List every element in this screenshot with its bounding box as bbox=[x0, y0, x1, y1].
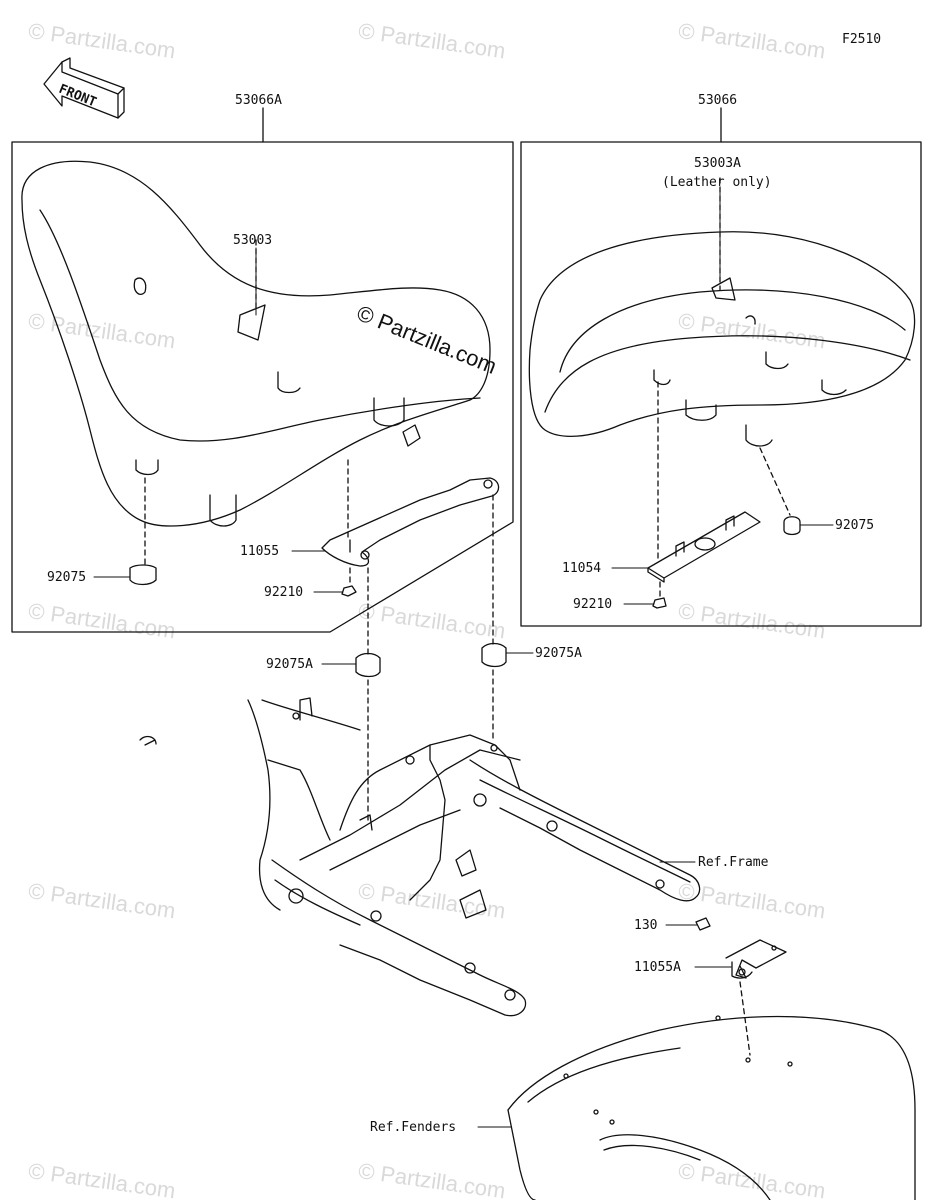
bracket-right bbox=[647, 511, 761, 583]
label-92210-left: 92210 bbox=[264, 585, 304, 600]
front-arrow-icon bbox=[43, 57, 125, 119]
label-ref-fenders: Ref.Fenders bbox=[370, 1120, 457, 1135]
bolt-130 bbox=[695, 917, 711, 931]
label-ref-frame: Ref.Frame bbox=[698, 855, 769, 870]
damper-right-92075 bbox=[783, 516, 801, 536]
seat-box-left bbox=[11, 141, 514, 633]
nut-left-92210 bbox=[341, 585, 357, 597]
rear-frame bbox=[139, 697, 701, 1017]
seat-left bbox=[21, 160, 491, 527]
damper-left-92075 bbox=[129, 564, 157, 586]
label-53003: 53003 bbox=[233, 233, 273, 248]
label-11055: 11055 bbox=[240, 544, 280, 559]
damper-a-left bbox=[355, 652, 381, 678]
label-92075-right: 92075 bbox=[835, 518, 875, 533]
label-130: 130 bbox=[634, 918, 658, 933]
bracket-a bbox=[725, 939, 787, 979]
label-92075a-left: 92075A bbox=[266, 657, 313, 672]
seat-box-right bbox=[520, 141, 922, 627]
label-92075-left: 92075 bbox=[47, 570, 87, 585]
bracket-left bbox=[321, 477, 500, 567]
label-11055a: 11055A bbox=[634, 960, 681, 975]
label-92210-right: 92210 bbox=[573, 597, 613, 612]
label-53003a: 53003A bbox=[694, 156, 741, 171]
damper-a-right bbox=[481, 642, 507, 668]
nut-right-92210 bbox=[652, 597, 667, 609]
label-11054: 11054 bbox=[562, 561, 602, 576]
label-leather-only: (Leather only) bbox=[662, 175, 772, 190]
label-92075a-right: 92075A bbox=[535, 646, 582, 661]
label-53066: 53066 bbox=[698, 93, 738, 108]
seat-right bbox=[528, 231, 916, 447]
figure-code: F2510 bbox=[842, 32, 882, 47]
rear-fender bbox=[507, 1015, 916, 1200]
label-53066a: 53066A bbox=[235, 93, 282, 108]
